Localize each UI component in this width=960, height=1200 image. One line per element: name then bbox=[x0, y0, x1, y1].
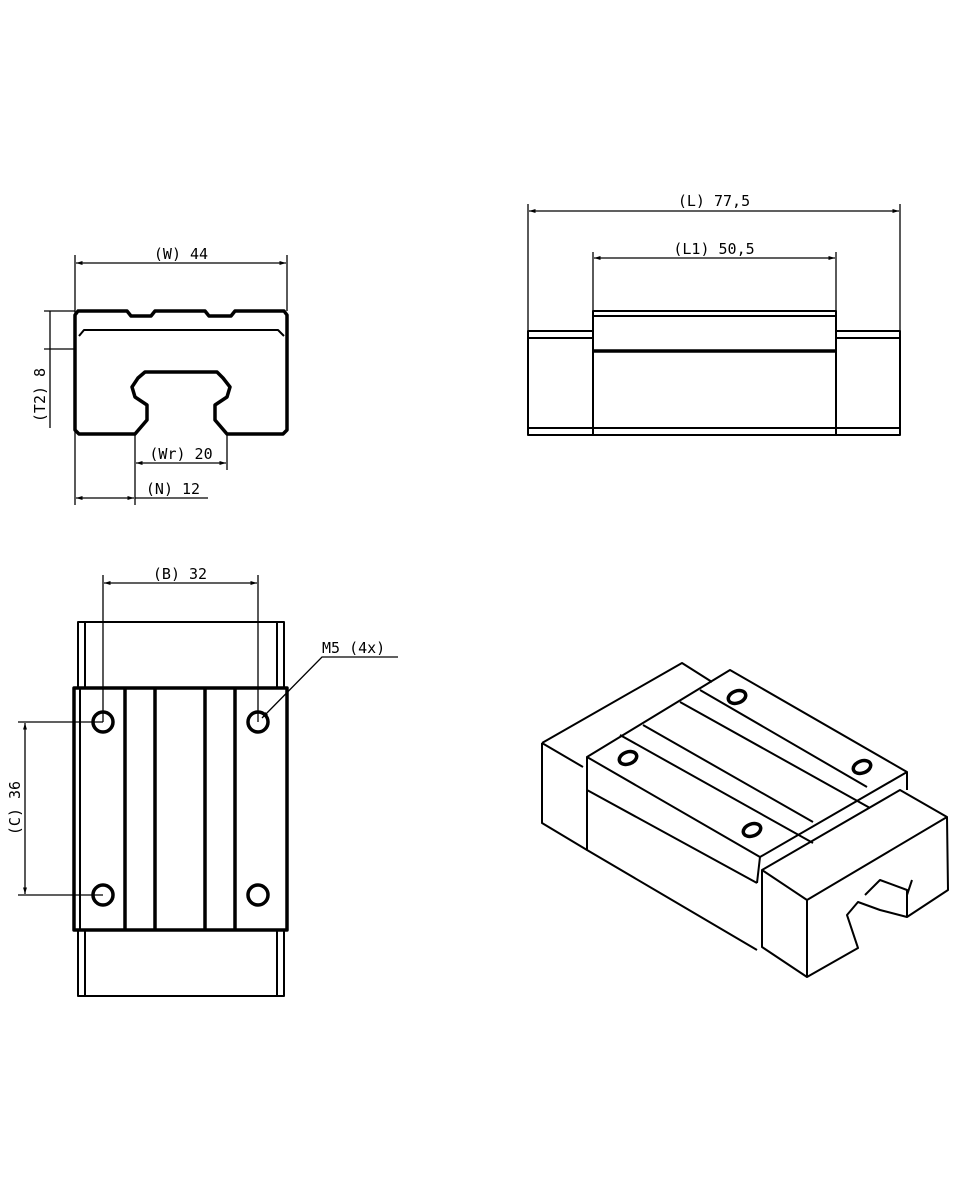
rear-end-cap bbox=[541, 662, 713, 851]
top-view: (B) 32 (C) 36 M5 (4x) bbox=[6, 565, 398, 997]
end-cap-left bbox=[527, 330, 594, 436]
carriage-edges bbox=[586, 757, 908, 951]
front-end-cap bbox=[761, 789, 949, 978]
carriage-body bbox=[592, 310, 837, 436]
dim-label-l: (L) 77,5 bbox=[678, 192, 750, 210]
end-cap-bottom bbox=[77, 929, 285, 997]
dim-label-l1: (L1) 50,5 bbox=[673, 240, 754, 258]
mounting-hole bbox=[246, 883, 270, 907]
dim-label-c: (C) 36 bbox=[6, 781, 24, 835]
dim-label-t2: (T2) 8 bbox=[31, 368, 49, 422]
carriage-inner-line bbox=[78, 329, 285, 337]
groove-lines bbox=[619, 689, 871, 844]
thread-leader bbox=[261, 656, 398, 719]
front-view: (W) 44 (T2) 8 (Wr) 20 (N) 12 bbox=[31, 245, 289, 505]
mounting-hole bbox=[851, 758, 873, 776]
dim-label-b: (B) 32 bbox=[153, 565, 207, 583]
carriage-body bbox=[72, 686, 289, 932]
mounting-hole bbox=[741, 821, 763, 839]
dim-label-n: (N) 12 bbox=[146, 480, 200, 498]
dim-label-w: (W) 44 bbox=[154, 245, 208, 263]
carriage-outline bbox=[73, 309, 289, 436]
mounting-hole bbox=[726, 688, 748, 706]
end-cap-right bbox=[835, 330, 901, 436]
side-view: (L) 77,5 (L1) 50,5 bbox=[527, 192, 901, 436]
mounting-hole bbox=[617, 749, 639, 767]
end-cap-top bbox=[77, 621, 285, 689]
isometric-view bbox=[541, 662, 949, 978]
thread-label: M5 (4x) bbox=[322, 639, 385, 657]
dim-label-wr: (Wr) 20 bbox=[149, 445, 212, 463]
